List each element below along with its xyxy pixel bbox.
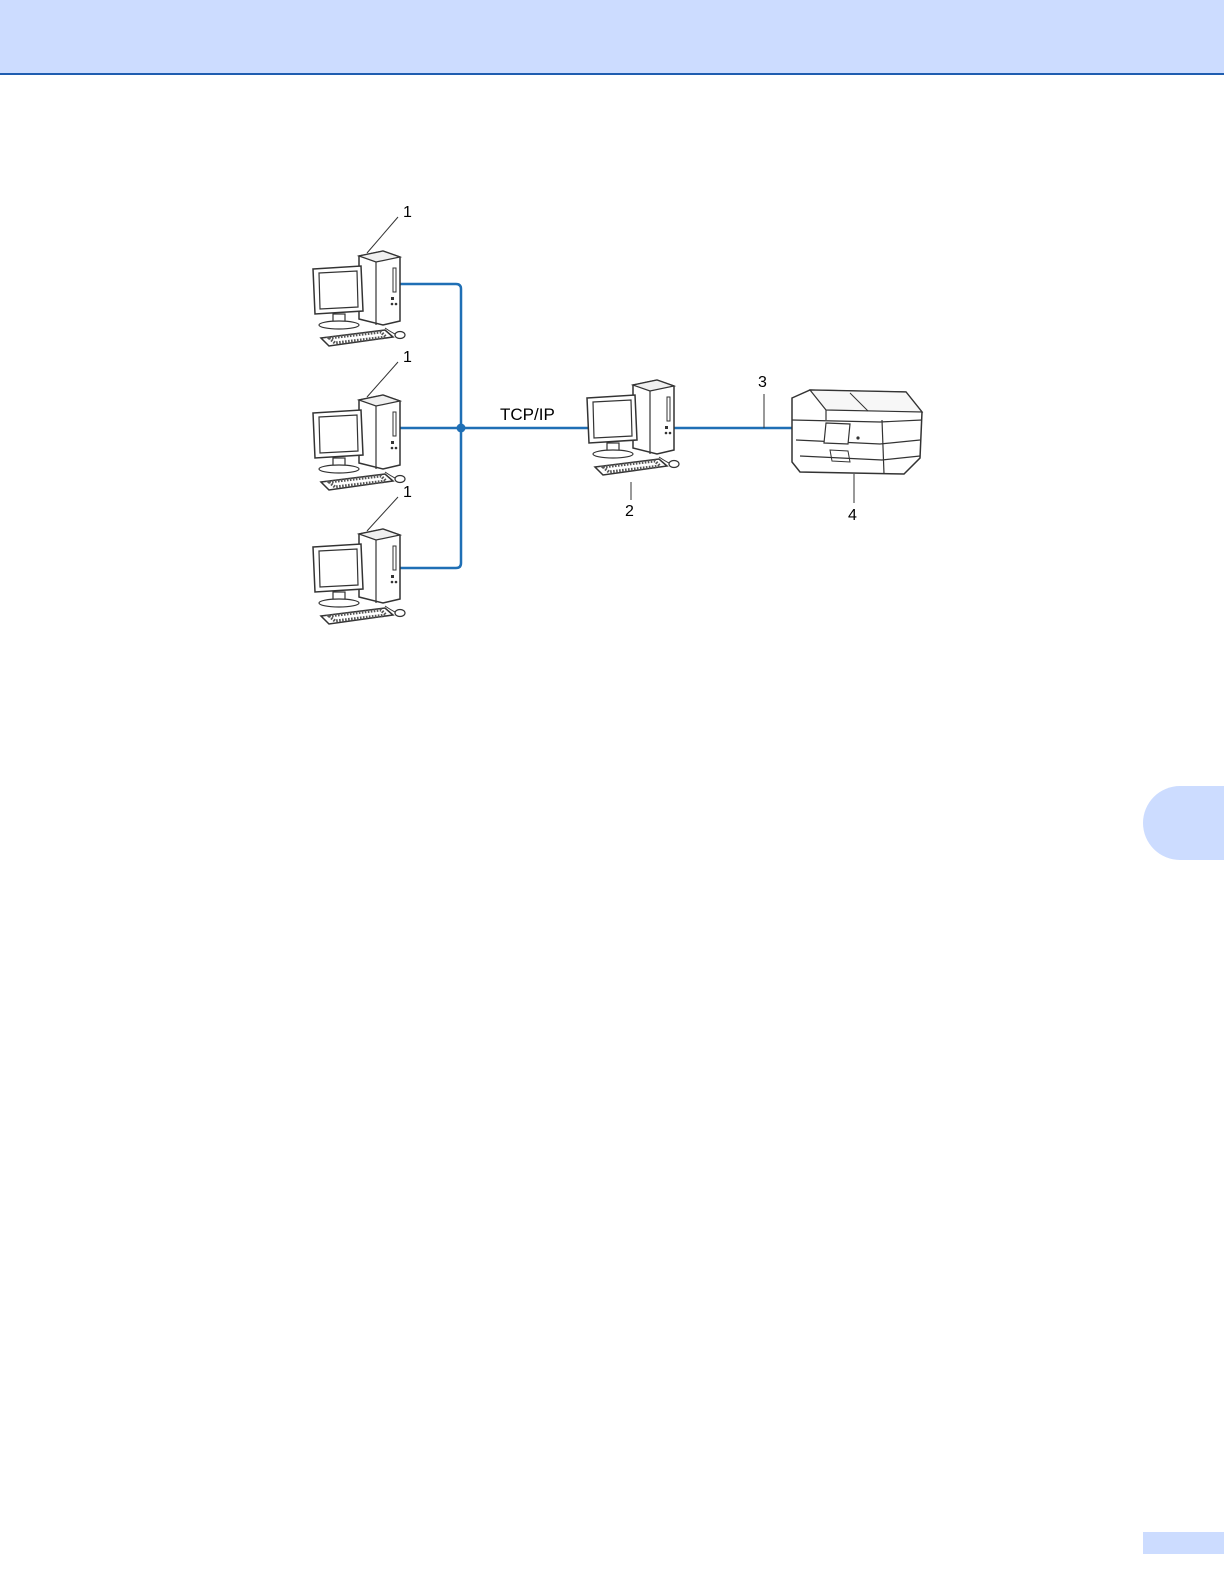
network-junction <box>457 424 466 433</box>
network-diagram-svg: TCP/IP 1 1 1 2 3 4 <box>290 190 940 640</box>
callout-leader <box>367 497 398 531</box>
network-bus-line <box>400 284 461 568</box>
callout-leader <box>367 217 398 253</box>
callout-1a: 1 <box>403 204 412 221</box>
callout-2: 2 <box>625 503 634 520</box>
machine-illustration <box>792 390 922 474</box>
client-pc-2 <box>313 395 405 490</box>
callout-4: 4 <box>848 507 857 524</box>
server-pc <box>587 380 679 475</box>
client-pc-3 <box>313 529 405 624</box>
client-pc-1 <box>313 251 405 346</box>
page-number-box <box>1143 1532 1224 1554</box>
header-band <box>0 0 1224 75</box>
chapter-tab <box>1143 786 1224 860</box>
network-diagram: TCP/IP 1 1 1 2 3 4 <box>290 190 940 640</box>
callout-1b: 1 <box>403 349 412 366</box>
protocol-label: TCP/IP <box>500 405 555 424</box>
callout-3: 3 <box>758 374 767 391</box>
callout-1c: 1 <box>403 484 412 501</box>
callout-leader <box>367 362 398 397</box>
